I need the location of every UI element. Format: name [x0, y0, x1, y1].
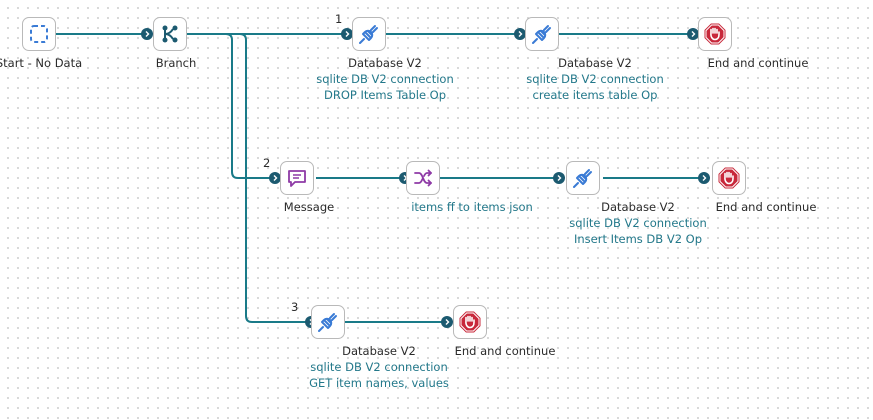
db-get-operation: GET item names, values	[309, 376, 449, 390]
db-create-label: Database V2 sqlite DB V2 connection crea…	[526, 55, 664, 103]
message-node[interactable]	[280, 161, 314, 195]
branch-input-port[interactable]	[141, 28, 153, 40]
start-node[interactable]	[22, 17, 56, 51]
end-1-input-port[interactable]	[687, 28, 699, 40]
db-get-node[interactable]	[311, 305, 345, 339]
plug-icon	[318, 313, 337, 332]
dashed-square-icon	[30, 25, 48, 43]
start-node-label: Start - No Data	[0, 55, 82, 71]
branch-node-title: Branch	[155, 56, 197, 70]
db-drop-operation: DROP Items Table Op	[323, 88, 447, 102]
message-node-title: Message	[283, 200, 335, 214]
branch-node[interactable]	[153, 17, 187, 51]
branch-number-1: 1	[335, 12, 343, 26]
message-input-port[interactable]	[269, 172, 281, 184]
db-get-label: Database V2 sqlite DB V2 connection GET …	[309, 343, 449, 391]
db-drop-title: Database V2	[348, 56, 422, 70]
end-node-2[interactable]	[712, 161, 746, 195]
plug-icon	[573, 169, 592, 188]
db-insert-title: Database V2	[601, 200, 675, 214]
branch-icon	[162, 25, 178, 43]
branch-number-2: 2	[263, 156, 271, 170]
db-drop-label: Database V2 sqlite DB V2 connection DROP…	[316, 55, 454, 103]
end-2-input-port[interactable]	[698, 172, 710, 184]
db-drop-input-port[interactable]	[341, 28, 353, 40]
plug-icon	[359, 25, 378, 44]
db-get-title: Database V2	[342, 344, 416, 358]
plug-icon	[532, 25, 551, 44]
db-insert-input-port[interactable]	[553, 172, 565, 184]
db-insert-connection: sqlite DB V2 connection	[569, 216, 707, 230]
end-3-input-port[interactable]	[441, 316, 453, 328]
end-node-1-title: End and continue	[707, 56, 809, 70]
db-insert-node[interactable]	[566, 161, 600, 195]
db-create-connection: sqlite DB V2 connection	[526, 72, 664, 86]
end-node-3[interactable]	[453, 305, 487, 339]
db-create-operation: create items table Op	[532, 88, 658, 102]
shuffle-icon	[414, 169, 432, 187]
end-node-2-label: End and continue	[716, 199, 817, 215]
db-get-connection: sqlite DB V2 connection	[310, 360, 448, 374]
branch-node-label: Branch	[156, 55, 197, 71]
branch-number-3: 3	[291, 300, 299, 314]
db-create-title: Database V2	[558, 56, 632, 70]
db-drop-connection: sqlite DB V2 connection	[316, 72, 454, 86]
stop-hand-icon	[718, 167, 740, 189]
wire-branch-2	[186, 33, 274, 179]
db-create-node[interactable]	[525, 17, 559, 51]
transform-node[interactable]	[406, 161, 440, 195]
db-create-input-port[interactable]	[514, 28, 526, 40]
end-node-3-title: End and continue	[454, 344, 556, 358]
transform-node-label: items ff to items json	[411, 199, 533, 215]
wire-branch-3	[186, 33, 310, 323]
end-node-1-label: End and continue	[708, 55, 809, 71]
db-insert-operation: Insert Items DB V2 Op	[573, 232, 703, 246]
end-node-2-title: End and continue	[715, 200, 817, 214]
end-node-1[interactable]	[698, 17, 732, 51]
message-node-label: Message	[284, 199, 334, 215]
db-insert-label: Database V2 sqlite DB V2 connection Inse…	[569, 199, 707, 247]
start-node-title: Start - No Data	[0, 56, 83, 70]
stop-hand-icon	[704, 23, 726, 45]
message-icon	[288, 170, 306, 187]
db-drop-node[interactable]	[352, 17, 386, 51]
end-node-3-label: End and continue	[455, 343, 556, 359]
stop-hand-icon	[459, 311, 481, 333]
transform-node-subtitle: items ff to items json	[411, 200, 533, 214]
